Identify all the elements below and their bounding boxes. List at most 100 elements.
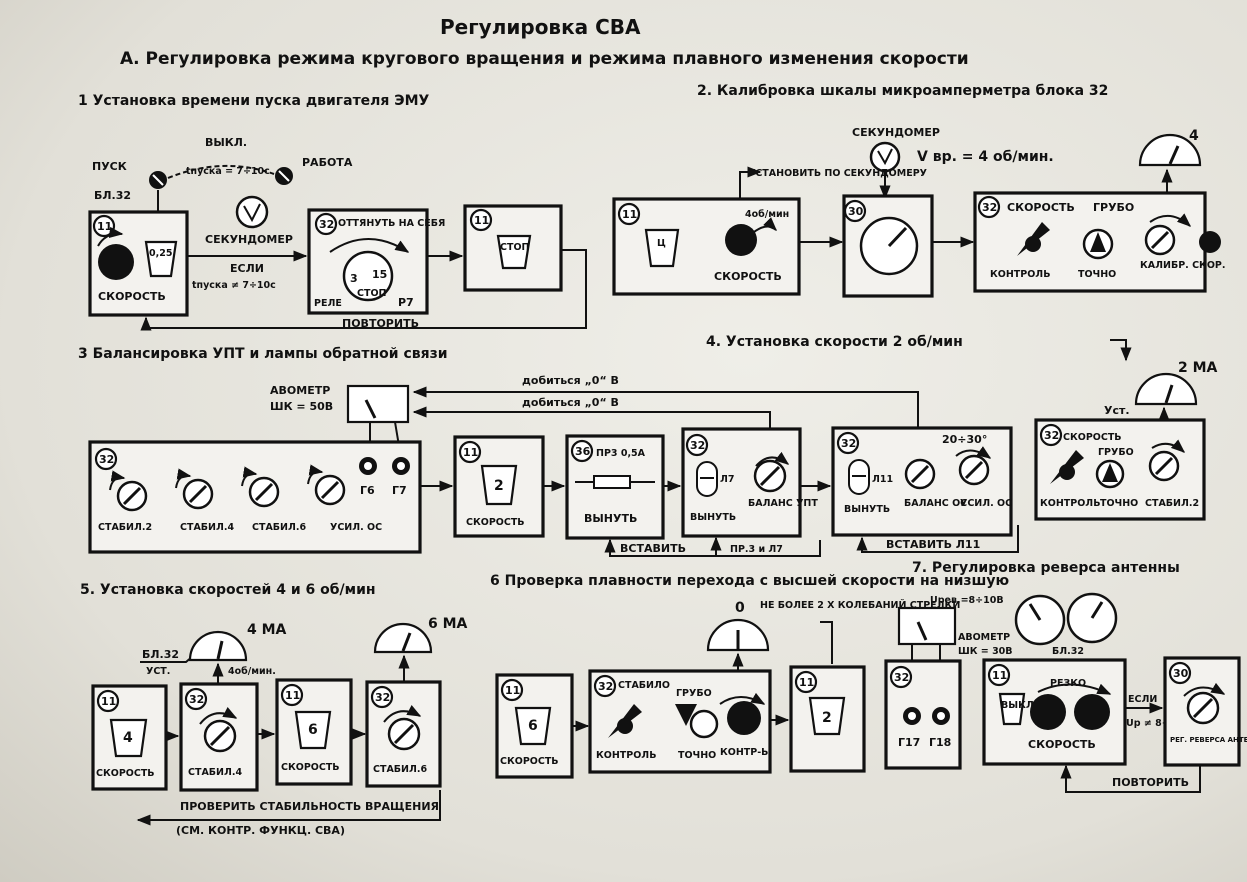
s4-meter-val: 2 МА (1178, 360, 1218, 376)
s6-grubo-knob-icon (675, 704, 697, 726)
s3-block-32b: 32 Л7 ВЫНУТЬ БАЛАНС УПТ (681, 427, 818, 538)
s1-b32-badge: 32 (319, 218, 334, 231)
s1-esli-cond: tпуска ≠ 7÷10с (192, 280, 276, 291)
s5-stabil6: СТАБИЛ.6 (373, 764, 427, 775)
s7-avometr: АВОМЕТР (958, 632, 1010, 643)
s4-grubo: ГРУБО (1098, 447, 1134, 458)
s3-balans-upt: БАЛАНС УПТ (748, 498, 818, 509)
s2-b30-badge: 30 (848, 205, 864, 218)
s2-tochno: ТОЧНО (1078, 269, 1116, 280)
s6-block-11: 11 6 СКОРОСТЬ (495, 673, 574, 779)
s3-k2: СТАБИЛ.4 (180, 522, 234, 533)
s1-title: 1 Установка времени пуска двигателя ЭМУ (78, 93, 430, 109)
s4-stabil: СТАБИЛ.2 (1145, 498, 1199, 509)
s1-b11-cup: 0,25 (149, 248, 172, 259)
s3-title: 3 Балансировка УПТ и лампы обратной связ… (78, 346, 448, 362)
s3-pr3-l7: ПР.3 и Л7 (730, 544, 783, 555)
s2-skorost: СКОРОСТЬ (1007, 201, 1075, 214)
s7-g18: Г18 (929, 736, 951, 749)
s4-control-switch-icon (1050, 450, 1084, 484)
s1-bl32: БЛ.32 (94, 189, 131, 202)
s6-b11-cup: 6 (528, 718, 538, 734)
s2-grubo: ГРУБО (1093, 201, 1134, 214)
s3-stabil4-knob-icon (182, 478, 214, 510)
s6-control-switch-icon (608, 704, 642, 738)
s7-reverse-knob-icon (1186, 691, 1220, 725)
s3-shk: ШК = 50В (270, 400, 333, 413)
s2-kalibr: КАЛИБР. СКОР. (1140, 260, 1225, 271)
s2-meter-val: 4 (1189, 128, 1199, 144)
s5-b11b-badge: 11 (285, 689, 300, 702)
s2-stopwatch-icon (869, 141, 901, 173)
s7-b11-cup: ВЫКЛ (1001, 700, 1034, 711)
s1-b11b-badge: 11 (474, 214, 489, 227)
s3-b11-cup: 2 (494, 478, 504, 494)
stopwatch-icon (235, 195, 269, 229)
s3-block-36: 36 ПР3 0,5А ВЫНУТЬ (565, 434, 665, 540)
s4-block-32: 32 СКОРОСТЬ ГРУБО КОНТРОЛЬ ТОЧНО СТАБИЛ.… (1034, 418, 1206, 521)
s3-k4: УСИЛ. ОС (330, 522, 382, 533)
s3-block-32: 32 Г6 Г7 СТАБИЛ.2 СТАБИЛ.4 СТАБИЛ.6 УСИЛ… (88, 440, 422, 554)
s5-b11b-cup: 6 (308, 722, 318, 738)
s7-block-30: 30 РЕГ. РЕВЕРСА АНТЕННЫ (1163, 656, 1247, 767)
s7-avometer-icon (897, 606, 957, 646)
s1-b32-top: ОТТЯНУТЬ НА СЕБЯ (338, 218, 445, 229)
fuse-icon (593, 475, 631, 489)
s6-stabilo: СТАБИЛО (618, 680, 670, 691)
s2-speed-knob-icon (725, 224, 757, 256)
s5-b11-badge: 11 (101, 695, 116, 708)
s1-povtorit: ПОВТОРИТЬ (342, 317, 419, 330)
s7-g18-jack-icon (932, 707, 950, 725)
s5-meter1: 4 МА (247, 622, 287, 638)
s3-usil-os2-knob-icon (958, 454, 990, 486)
s3-k3: СТАБИЛ.6 (252, 522, 306, 533)
s4-tochno-knob-icon (1095, 459, 1125, 489)
s6-title: 6 Проверка плавности перехода с высшей с… (490, 573, 1009, 589)
s1-dial-3: 3 (350, 272, 358, 285)
s5-stabil4: СТАБИЛ.4 (188, 767, 242, 778)
page-title: Регулировка СВА (440, 15, 641, 39)
s7-block-32: 32 Г17 Г18 (884, 659, 962, 770)
s4-kontrol: КОНТРОЛЬ (1040, 498, 1100, 509)
s5-title: 5. Установка скоростей 4 и 6 об/мин (80, 582, 376, 598)
s3-g7: Г7 (392, 484, 407, 497)
s3-vstavit-l11: ВСТАВИТЬ Л11 (886, 538, 980, 551)
s3-g6-jack-icon (359, 457, 377, 475)
s7-b11-badge: 11 (992, 669, 1007, 682)
s5-meter2: 6 МА (428, 616, 468, 632)
s5-block-11: 11 4 СКОРОСТЬ (91, 684, 168, 791)
s5-b11b-label: СКОРОСТЬ (281, 762, 340, 773)
s4-uch: Уст. (1104, 404, 1130, 417)
s1-block-32: 32 ОТТЯНУТЬ НА СЕБЯ 3 15 СТОП РЕЛЕ Р7 (307, 208, 445, 315)
s3-b32c-badge: 32 (841, 437, 856, 450)
s3-g7-jack-icon (392, 457, 410, 475)
s3-dob1: добиться „0“ В (522, 374, 619, 387)
s7-bl32: БЛ.32 (1052, 646, 1084, 657)
s6-microammeter-icon (706, 618, 770, 652)
s7-meter-1-icon (1014, 594, 1066, 646)
s3-balans-os-knob-icon (904, 458, 936, 490)
s3-b32-badge: 32 (99, 453, 114, 466)
s7-meter-2-icon (1066, 592, 1118, 644)
s4-stabil-knob-icon (1148, 450, 1180, 482)
s7-shk: ШК = 30В (958, 646, 1013, 657)
s3-dob2: добиться „0“ В (522, 396, 619, 409)
s7-b30-badge: 30 (1173, 667, 1189, 680)
s7-speed-knob-2-icon (1074, 694, 1110, 730)
s1-dial-15: 15 (372, 268, 387, 281)
s4-b32-badge: 32 (1044, 429, 1059, 442)
s3-avometer-icon (346, 384, 410, 424)
s5-b32b-badge: 32 (375, 691, 390, 704)
s4-skorost: СКОРОСТЬ (1063, 432, 1122, 443)
s5-check: ПРОВЕРИТЬ СТАБИЛЬНОСТЬ ВРАЩЕНИЯ (180, 800, 439, 813)
s6-block-32: 32 СТАБИЛО ГРУБО КОНТРОЛЬ ТОЧНО КОНТР-Ь (588, 669, 772, 774)
s2-control-switch-icon (1017, 222, 1050, 256)
s6-kontr: КОНТР-Ь (720, 747, 768, 758)
s2-speed-tag: 4об/мин (745, 209, 789, 220)
s1-block-11: 11 0,25 СКОРОСТЬ (88, 210, 189, 317)
s7-title: 7. Регулировка реверса антенны (912, 560, 1180, 576)
s1-b11-label: СКОРОСТЬ (98, 290, 166, 303)
s2-block-30: 30 (842, 194, 934, 298)
s2-b11-cup: Ц (657, 238, 666, 249)
